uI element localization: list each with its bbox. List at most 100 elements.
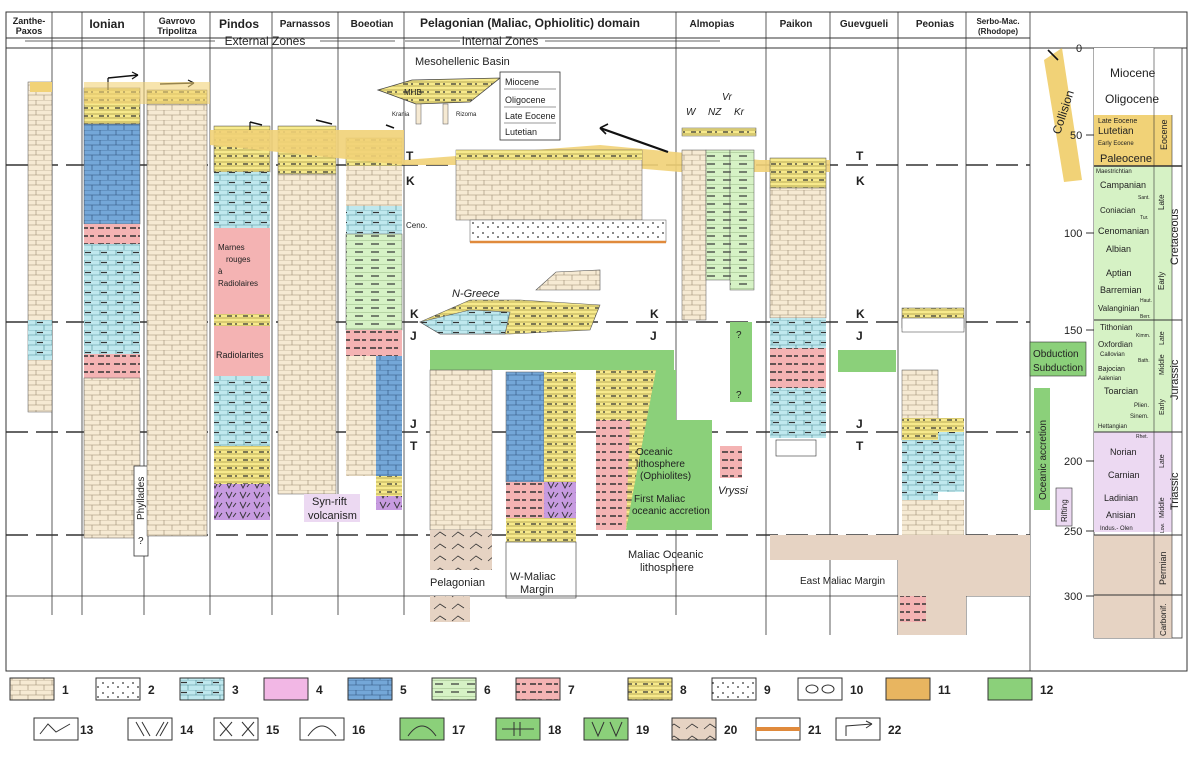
ts-jurassic: Jurassic xyxy=(1169,359,1181,400)
ts-norian: Norian xyxy=(1110,447,1137,457)
label-t-1: T xyxy=(406,149,414,163)
pelagonian-column-green xyxy=(430,350,674,370)
ts-hettangian: Hettangian xyxy=(1098,424,1127,430)
almopias-w: W xyxy=(686,107,697,118)
legend-item-5: 5 xyxy=(347,677,407,701)
vryssi-box xyxy=(720,446,742,478)
legend-21-text: 21 xyxy=(808,723,822,737)
ts-lutetian: Lutetian xyxy=(1098,126,1134,137)
ts-carbonif: Carbonif. xyxy=(1159,604,1168,636)
ts-sant: Sant. xyxy=(1138,195,1150,201)
synrift-label-2: volcanism xyxy=(308,510,357,522)
col-header-pindos: Pindos xyxy=(219,17,259,31)
ts-anisian: Anisian xyxy=(1106,510,1136,520)
ts-permian: Permian xyxy=(1158,551,1168,585)
legend-19-text: 19 xyxy=(636,723,650,737)
boeotian-column-green xyxy=(345,233,403,331)
age-200: 200 xyxy=(1064,456,1082,468)
label-k-3: K xyxy=(650,307,659,321)
mhb-legend-oligocene: Oligocene xyxy=(505,95,546,105)
internal-zones-label: Internal Zones xyxy=(462,34,539,48)
almopias-nz: NZ xyxy=(708,107,722,118)
col-header-pelagonian: Pelagonian (Maliac, Ophiolitic) domain xyxy=(420,16,640,30)
ts-tithonian: Tithonian xyxy=(1100,323,1133,332)
label-t-4: T xyxy=(856,439,864,453)
legend-item-7: 7 xyxy=(515,677,575,701)
legend-20-text: 20 xyxy=(724,723,738,737)
legend-item-17: 17 xyxy=(399,717,466,741)
label-j-3: J xyxy=(650,329,657,343)
ts-coniacian: Coniacian xyxy=(1100,206,1136,215)
almopias-column-green xyxy=(730,322,752,402)
legend-item-18: 18 xyxy=(495,717,562,741)
paleogene-band xyxy=(210,130,830,172)
mhb-legend-miocene: Miocene xyxy=(505,77,539,87)
legend: 1 2 3 4 5 6 7 8 9 10 11 12 13 14 15 16 1… xyxy=(9,677,1054,741)
ts-campanian: Campanian xyxy=(1100,180,1146,190)
ts-early-eocene: Early Eocene xyxy=(1098,141,1134,147)
mhb-legend-lutetian: Lutetian xyxy=(505,127,537,137)
oceanic-litho-label-1: Oceanic xyxy=(636,447,673,458)
label-ceno: Ceno. xyxy=(406,221,427,230)
ts-jurassic-middle: Middle xyxy=(1159,354,1166,375)
wmaliac-label-1: W-Maliac xyxy=(510,571,556,583)
col-header-ionian: Ionian xyxy=(89,17,124,31)
legend-item-12: 12 xyxy=(987,677,1054,701)
ts-barremian: Barremian xyxy=(1100,285,1142,295)
ts-rhet: Rhet. xyxy=(1136,434,1148,440)
ts-aptian: Aptian xyxy=(1106,268,1132,278)
paikon-column xyxy=(769,187,827,319)
timescale: Miocene Oligocene Late Eocene Lutetian E… xyxy=(1029,43,1183,639)
ts-aalenian: Aalenian xyxy=(1098,376,1121,382)
label-k-1: K xyxy=(406,174,415,188)
legend-item-20: 20 xyxy=(671,717,738,741)
age-150: 150 xyxy=(1064,325,1082,337)
wmaliac-column-blue xyxy=(505,371,545,483)
legend-17-text: 17 xyxy=(452,723,466,737)
ts-cenomanian: Cenomanian xyxy=(1098,226,1149,236)
gavrovo-column xyxy=(146,103,208,537)
chart-frame xyxy=(5,11,1188,672)
obduction-box xyxy=(1029,341,1087,377)
label-j-2: J xyxy=(410,417,417,431)
mhb-legend-late-eocene: Late Eocene xyxy=(505,111,556,121)
vryssi-label: Vryssi xyxy=(718,485,748,497)
ts-callovian: Callovian xyxy=(1100,352,1125,358)
pelagonian-column-left xyxy=(429,369,493,531)
legend-item-1: 1 xyxy=(9,677,69,701)
mhb-basin xyxy=(376,77,502,105)
ts-indus: Indus.- Olen xyxy=(1100,526,1133,532)
label-j-4: J xyxy=(856,329,863,343)
obduction-label: Obduction xyxy=(1033,349,1079,360)
almopias-kr: Kr xyxy=(734,107,745,118)
ts-triassic-middle: Middle xyxy=(1159,497,1166,518)
ionian-column-base xyxy=(83,377,141,539)
legend-1-text: 1 xyxy=(62,683,69,697)
col-header-guevgueli: Guevgueli xyxy=(840,19,889,30)
legend-item-16: 16 xyxy=(299,717,366,741)
zanthe-column xyxy=(27,81,53,413)
ts-albian: Albian xyxy=(1106,244,1131,254)
subduction-label: Subduction xyxy=(1033,363,1083,374)
legend-item-21: 21 xyxy=(755,717,822,741)
col-header-paikon: Paikon xyxy=(780,19,813,30)
ts-cretaceous-late: Late xyxy=(1157,194,1166,210)
legend-5-text: 5 xyxy=(400,683,407,697)
mhb-label: MHB xyxy=(404,88,422,97)
first-maliac-label-2: oceanic accretion xyxy=(632,506,710,517)
ts-bath: Bath. xyxy=(1138,358,1150,364)
ts-triassic: Triassic xyxy=(1169,472,1181,510)
rifting-label: Rifting xyxy=(1060,499,1069,522)
legend-7-text: 7 xyxy=(568,683,575,697)
col-header-almopias: Almopias xyxy=(689,19,734,30)
ts-triassic-low: Low. xyxy=(1160,523,1166,533)
age-300: 300 xyxy=(1064,591,1082,603)
paikon-column-top xyxy=(769,157,827,189)
pindos-marnes-rouges xyxy=(214,228,270,314)
ts-maestrichtian: Maestrichtian xyxy=(1096,169,1132,175)
marnes-label-1: Marnes xyxy=(218,243,245,252)
col-header-parnassos: Parnassos xyxy=(280,19,331,30)
oceanic-litho-label-3: (Ophiolites) xyxy=(640,471,691,482)
col-header-boeotian: Boeotian xyxy=(351,19,394,30)
marnes-label-3: à xyxy=(218,267,223,276)
